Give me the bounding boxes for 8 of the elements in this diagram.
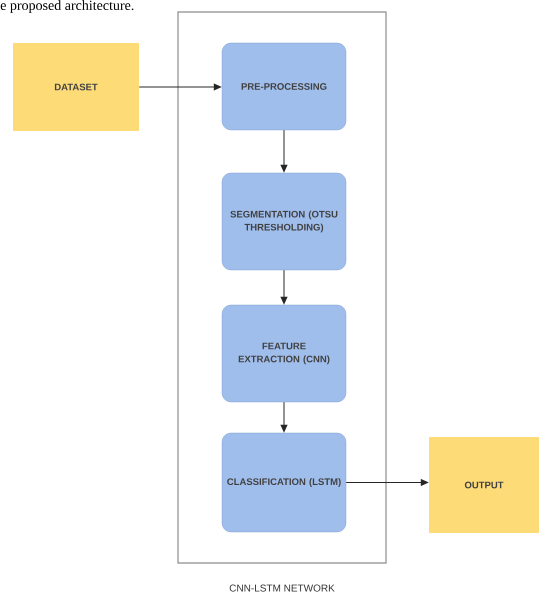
process-box: SEGMENTATION (OTSU THRESHOLDING)	[222, 172, 346, 270]
process-box: FEATURE EXTRACTION (CNN)	[222, 304, 346, 402]
process-box: PRE-PROCESSING	[222, 42, 346, 130]
network-label: CNN-LSTM NETWORK	[230, 584, 335, 592]
data-box: DATASET	[13, 43, 139, 131]
data-box: OUTPUT	[429, 437, 539, 533]
process-box: CLASSIFICATION (LSTM)	[222, 432, 346, 532]
caption-text: e proposed architecture.	[0, 0, 134, 13]
